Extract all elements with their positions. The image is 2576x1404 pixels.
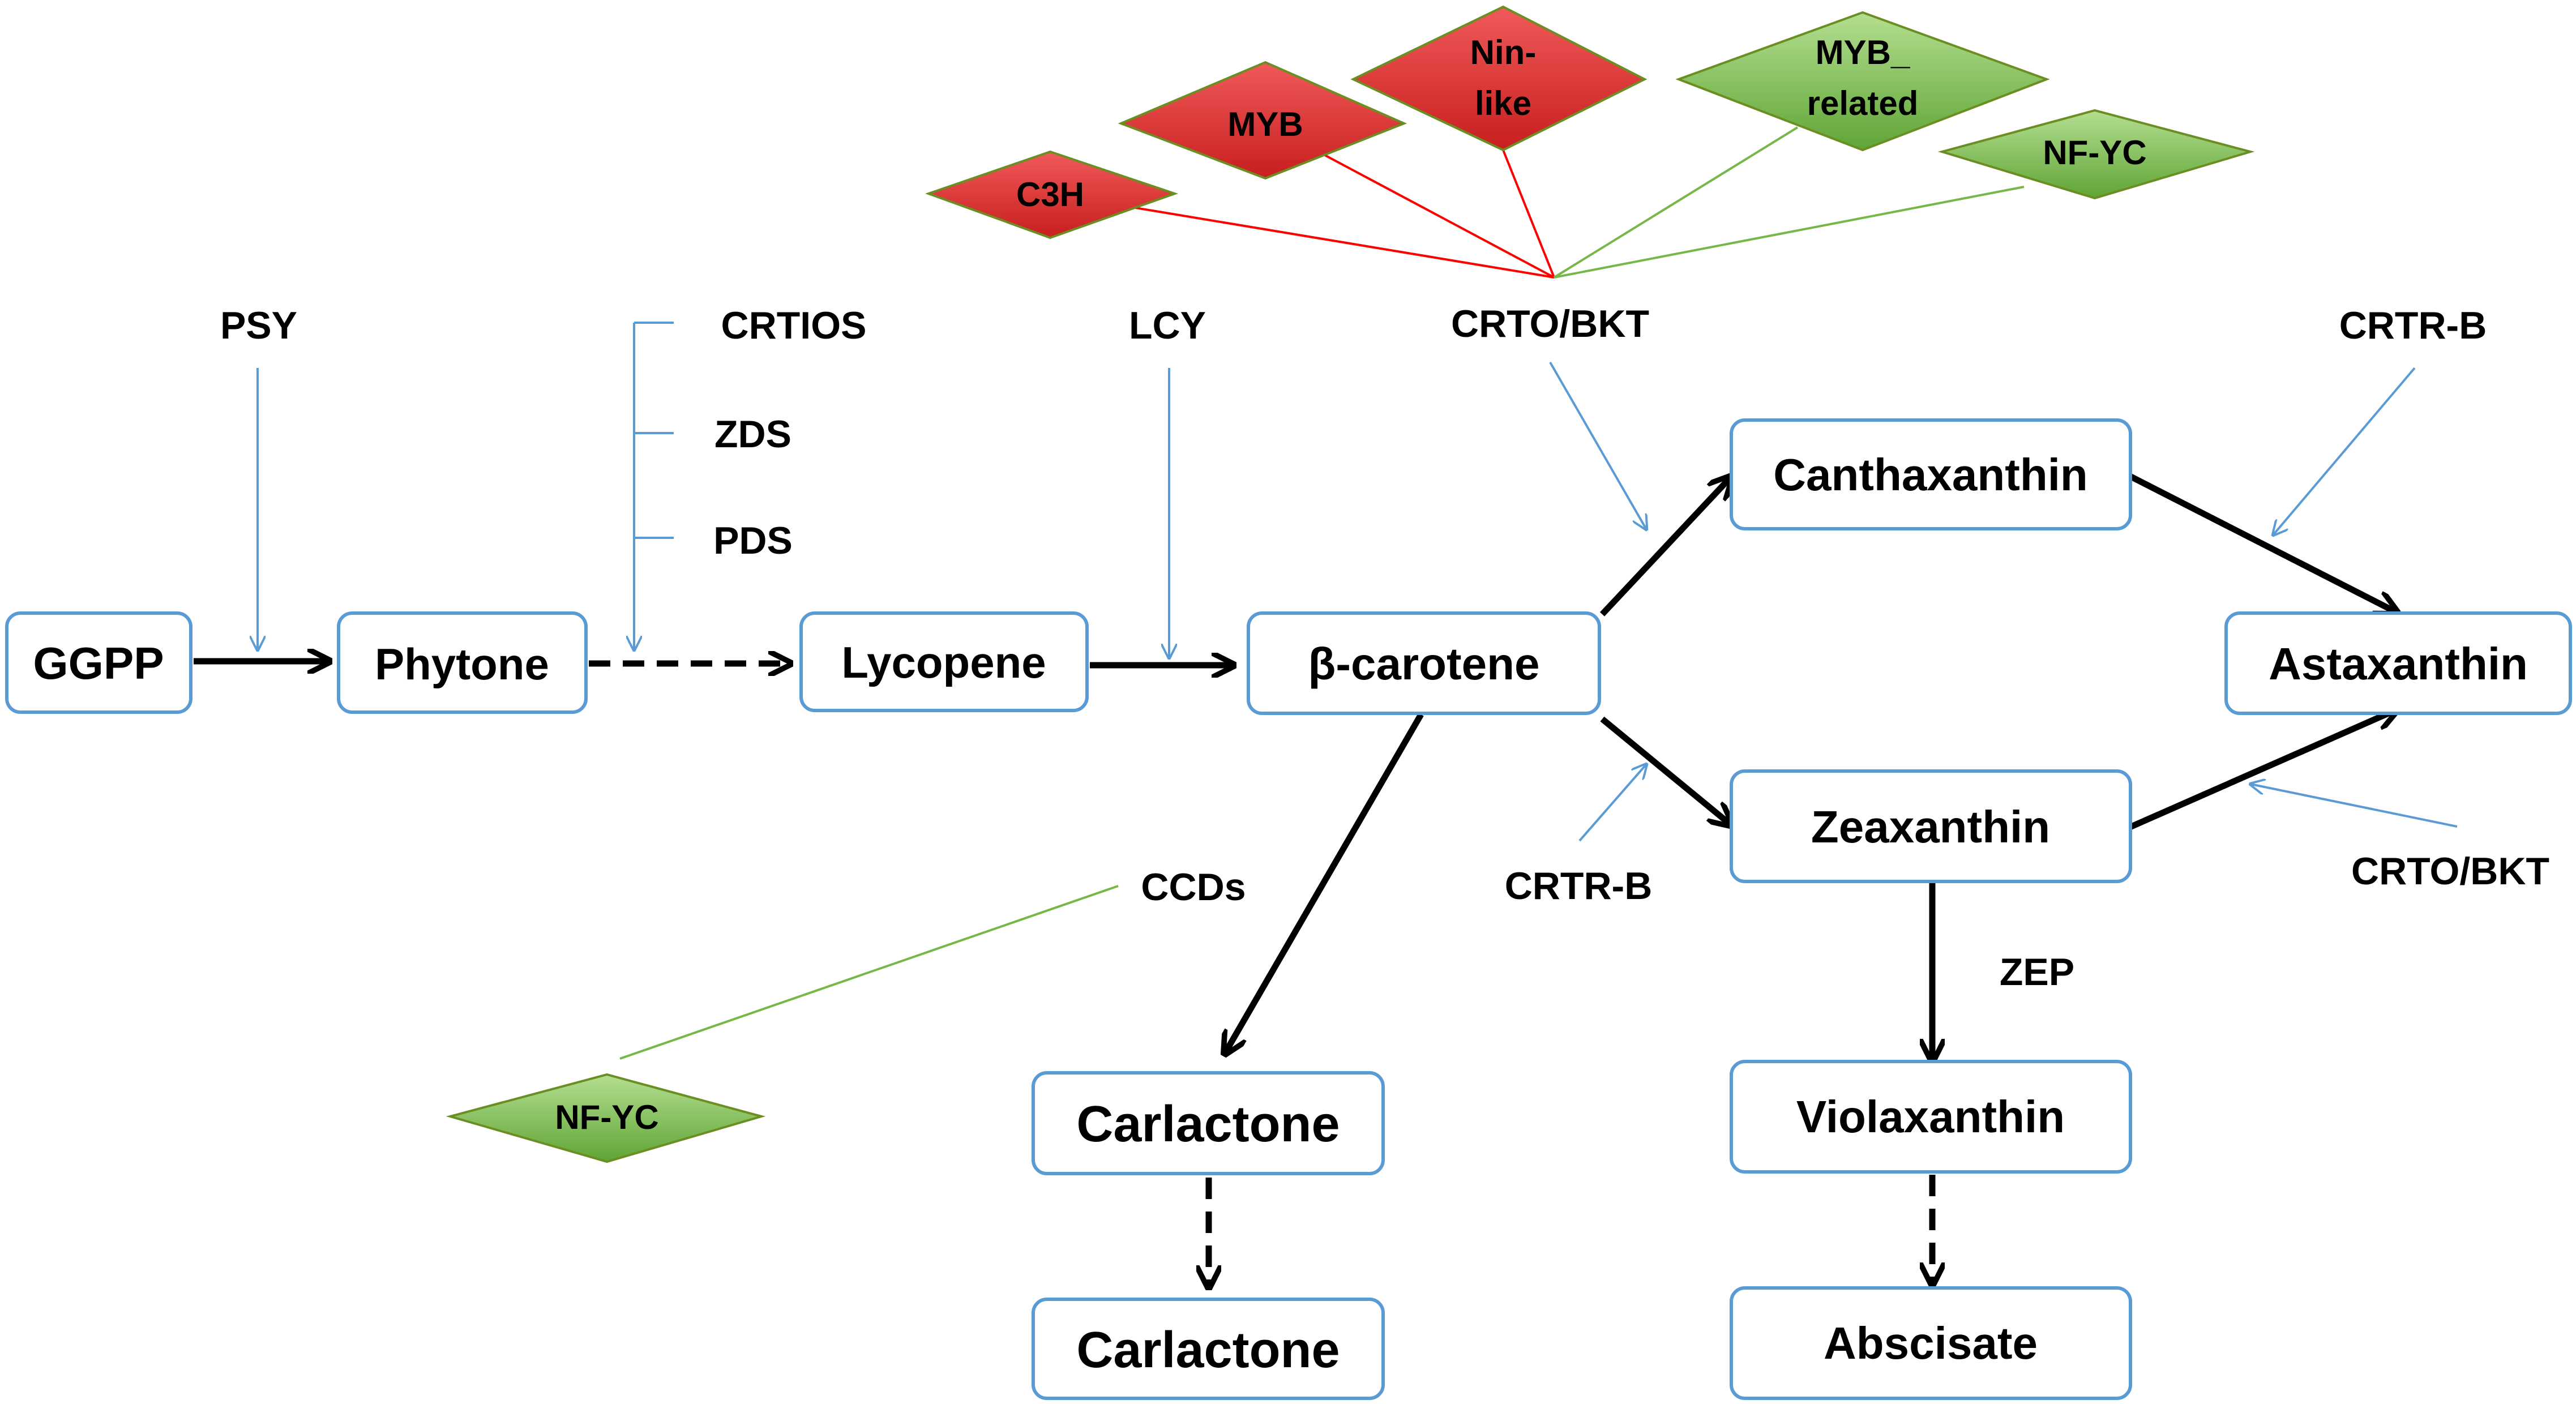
enzyme-crtios: CRTIOS [721,304,867,347]
flow-arrows [194,476,2395,1285]
node-ggpp-label: GGPP [33,638,164,688]
node-beta-carotene: β-carotene [1247,611,1601,715]
node-carlactone-2-label: Carlactone [1076,1322,1340,1379]
link-nf-yc-top [1554,186,2025,279]
enzyme-psy: PSY [220,304,297,347]
node-lycopene-box [799,611,1089,712]
tf-nf-yc-top-label: NF-YC [2043,134,2146,172]
beta-carotene-to-carlactone-arrow [1226,713,1424,1052]
node-astaxanthin-label: Astaxanthin [2269,639,2528,689]
node-canthaxanthin: Canthaxanthin [1730,418,2132,530]
enzyme-pds: PDS [713,519,793,562]
node-carlactone-1: Carlactone [1032,1071,1385,1175]
node-carlactone-2-box [1032,1298,1385,1400]
node-carlactone-1-box [1032,1071,1385,1175]
link-myb-related [1553,126,1799,279]
enzyme-ccds: CCDs [1141,866,1246,909]
node-ggpp-box [5,611,192,714]
tf-nf-yc-top-diamond [1937,109,2255,200]
tf-nin-like-diamond [1350,5,1648,152]
enzyme-lcy: LCY [1129,304,1206,347]
crtr-b-top-arrow [2273,367,2416,535]
enzyme-labels: PSY CRTIOS ZDS PDS LCY CRTO/BKT CRTR-B C… [220,302,2549,994]
tf-nf-yc-bottom-diamond [446,1073,766,1163]
tf-myb-related-diamond [1675,11,2050,152]
tf-myb-diamond [1118,61,1407,180]
tf-myb-label: MYB [1227,105,1303,143]
node-canthaxanthin-label: Canthaxanthin [1773,450,2088,500]
tf-nf-yc-top: NF-YC [1937,109,2255,200]
node-abscisate-label: Abscisate [1824,1318,2038,1368]
node-violaxanthin-box [1730,1060,2132,1174]
tf-c3h-diamond [925,150,1179,239]
node-zeaxanthin-box [1730,769,2132,883]
node-astaxanthin-box [2224,611,2572,715]
node-lycopene-label: Lycopene [841,637,1046,687]
node-carlactone-2: Carlactone [1032,1298,1385,1400]
enzyme-crtr-b-top: CRTR-B [2339,304,2487,347]
node-beta-carotene-label: β-carotene [1308,639,1540,689]
node-ggpp: GGPP [5,611,192,714]
crto-bkt-bottom-arrow [2250,784,2458,828]
node-astaxanthin: Astaxanthin [2224,611,2572,715]
enzyme-zep: ZEP [2000,951,2074,994]
tf-nin-like-label-1: Nin- [1470,33,1537,71]
link-nf-yc-bottom [619,885,1119,1060]
node-phytone: Phytone [337,611,588,714]
enzyme-crto-bkt-top: CRTO/BKT [1451,302,1649,345]
node-canthaxanthin-box [1730,418,2132,530]
tf-nin-like-label-2: like [1475,84,1531,122]
tf-links [619,122,2025,1060]
tf-myb-related-label-2: related [1807,84,1919,122]
node-violaxanthin-label: Violaxanthin [1796,1091,2065,1142]
node-zeaxanthin-label: Zeaxanthin [1811,802,2050,852]
beta-carotene-to-zeaxanthin-arrow [1600,716,1730,824]
crtr-b-bottom-arrow [1578,764,1646,842]
tf-nf-yc-bottom-label: NF-YC [555,1098,658,1136]
crto-bkt-top-arrow [1549,362,1646,529]
tf-myb-related: MYB_ related [1675,11,2050,152]
link-nin-like [1502,149,1555,278]
node-phytone-label: Phytone [375,639,549,689]
node-lycopene: Lycopene [799,611,1089,712]
enzyme-zds: ZDS [714,413,791,456]
node-violaxanthin: Violaxanthin [1730,1060,2132,1174]
node-zeaxanthin: Zeaxanthin [1730,769,2132,883]
node-abscisate-box [1730,1286,2132,1400]
canthaxanthin-to-astaxanthin-arrow [2127,473,2395,611]
beta-carotene-to-canthaxanthin-arrow [1599,478,1730,617]
tf-myb-related-label-1: MYB_ [1816,33,1910,71]
tf-nin-like: Nin- like [1350,5,1648,152]
node-phytone-box [337,611,588,714]
tf-c3h-label: C3H [1016,176,1084,213]
enzyme-arrows [258,322,2458,842]
node-carlactone-1-label: Carlactone [1076,1096,1340,1153]
tf-myb: MYB [1118,61,1407,180]
enzyme-crto-bkt-bottom: CRTO/BKT [2351,850,2549,893]
enzyme-crtr-b-bottom: CRTR-B [1505,864,1653,908]
node-abscisate: Abscisate [1730,1286,2132,1400]
zeaxanthin-to-astaxanthin-arrow [2127,710,2395,831]
tf-nf-yc-bottom: NF-YC [446,1073,766,1163]
tf-c3h: C3H [925,150,1179,239]
node-beta-carotene-box [1247,611,1601,715]
